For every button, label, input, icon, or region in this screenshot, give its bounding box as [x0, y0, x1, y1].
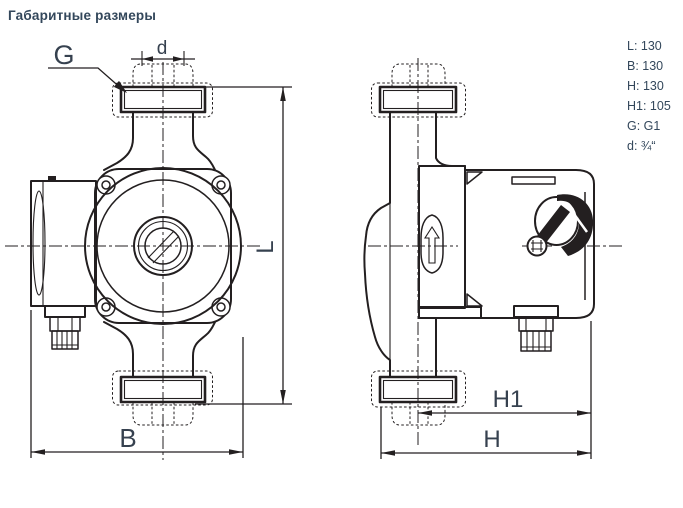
legend-item-H1: H1: 105: [627, 99, 671, 113]
side-pipe-and-volute: [363, 111, 466, 378]
dimension-G: G: [48, 40, 127, 93]
dimension-d: d: [131, 38, 195, 66]
legend-item-H: H: 130: [627, 79, 664, 93]
front-top-pipe: [103, 111, 216, 171]
dimension-L: L: [195, 86, 292, 405]
dim-label-L: L: [252, 240, 279, 253]
front-cable-gland: [44, 305, 86, 350]
flow-arrow-icon: [423, 225, 441, 264]
vent-screw: [526, 235, 548, 257]
legend-item-G: G: G1: [627, 119, 661, 133]
front-bottom-union-nut: [112, 370, 213, 426]
front-top-union-nut: [112, 63, 213, 118]
flow-direction-indicator: [420, 214, 444, 274]
dimension-H: H: [380, 321, 592, 459]
page-title: Габаритные размеры: [8, 8, 157, 23]
dim-label-B: B: [119, 423, 136, 453]
side-cable-gland: [513, 305, 559, 352]
side-top-union-nut: [371, 63, 466, 118]
dim-label-G: G: [53, 40, 74, 70]
speed-selector-knob: [534, 194, 594, 256]
dim-label-d: d: [157, 38, 168, 59]
legend-item-L: L: 130: [627, 39, 662, 53]
dimension-B: B: [30, 310, 244, 458]
shaft-slot: [147, 230, 180, 264]
front-bottom-pipe: [103, 321, 216, 378]
dimension-H1: H1: [418, 386, 591, 416]
front-view: [5, 62, 262, 460]
dimension-legend: L: 130 B: 130 H: 130 H1: 105 G: G1 d: ¾“: [627, 36, 671, 156]
terminal-box: [30, 176, 97, 307]
dim-label-H: H: [483, 426, 500, 453]
side-flange: [418, 165, 483, 319]
legend-item-d: d: ¾“: [627, 139, 656, 153]
dim-label-H1: H1: [493, 386, 524, 413]
side-view: [363, 58, 622, 448]
legend-item-B: B: 130: [627, 59, 664, 73]
side-bottom-union-nut: [371, 370, 466, 426]
front-housing-circles: [84, 167, 242, 325]
